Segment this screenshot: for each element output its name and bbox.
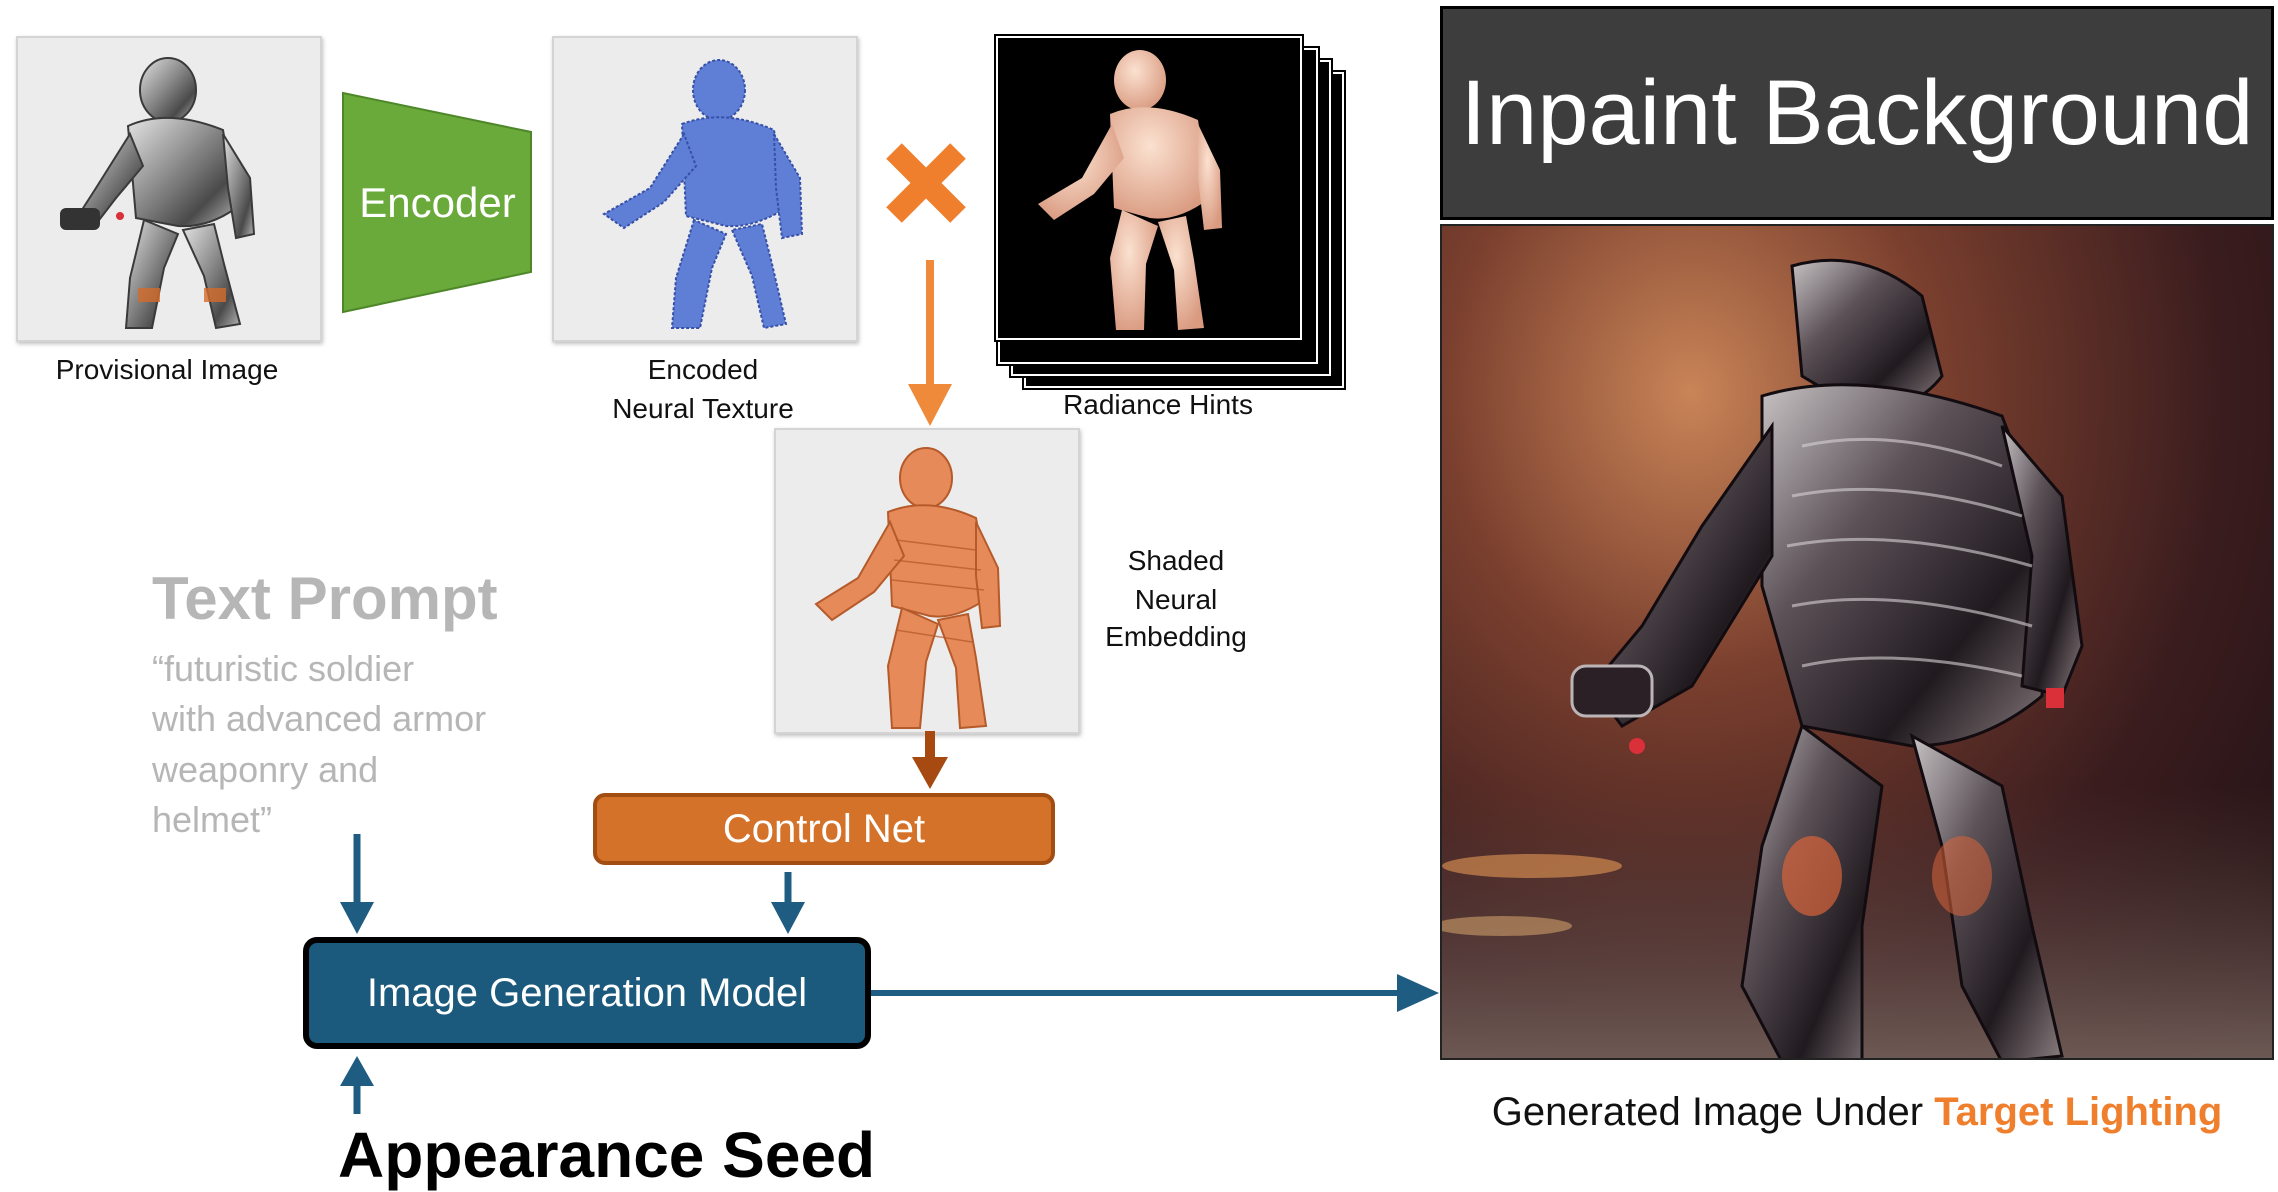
armored-soldier-figure — [18, 38, 320, 340]
encoder-label: Encoder — [345, 176, 530, 230]
encoded-caption-line2: Neural Texture — [552, 390, 854, 428]
arrow-controlnet-to-igm — [768, 872, 808, 936]
encoded-caption-line1: Encoded — [552, 351, 854, 389]
generated-output-image — [1440, 224, 2274, 1060]
multiply-cross-icon — [886, 143, 966, 223]
shaded-caption-line3: Embedding — [1086, 618, 1266, 656]
igm-label: Image Generation Model — [367, 971, 807, 1016]
text-prompt-line1: “futuristic soldier — [152, 648, 414, 690]
encoded-neural-texture — [552, 36, 858, 342]
blue-texture-figure — [554, 38, 856, 340]
shaded-neural-embedding — [774, 428, 1080, 734]
text-prompt-line2: with advanced armor — [152, 698, 486, 740]
radiance-hint-front — [996, 36, 1302, 340]
radiance-figure — [998, 38, 1300, 338]
target-lighting-highlight: Target Lighting — [1934, 1090, 2222, 1134]
inpaint-background-header: Inpaint Background — [1440, 6, 2274, 220]
output-caption: Generated Image Under Target Lighting — [1440, 1088, 2274, 1136]
arrow-shaded-to-controlnet — [900, 731, 960, 791]
radiance-hints-caption: Radiance Hints — [998, 386, 1318, 424]
arrow-prompt-to-igm — [337, 834, 377, 936]
control-net-box: Control Net — [593, 793, 1055, 865]
arrow-seed-to-igm — [337, 1056, 377, 1114]
inpaint-background-title: Inpaint Background — [1461, 61, 2254, 166]
control-net-label: Control Net — [723, 807, 925, 852]
appearance-seed-label: Appearance Seed — [338, 1118, 875, 1192]
provisional-image-caption: Provisional Image — [16, 351, 318, 389]
provisional-image — [16, 36, 322, 342]
output-caption-prefix: Generated Image Under — [1492, 1090, 1934, 1134]
text-prompt-line4: helmet” — [152, 799, 272, 841]
arrow-radiance-to-shaded — [900, 258, 960, 428]
armored-robot-figure — [1442, 226, 2274, 1060]
shaded-caption-line1: Shaded — [1086, 542, 1266, 580]
arrow-igm-to-output — [871, 970, 1441, 1016]
text-prompt-line3: weaponry and — [152, 749, 378, 791]
shaded-caption-line2: Neural — [1086, 581, 1266, 619]
shaded-orange-figure — [776, 430, 1078, 732]
text-prompt-title: Text Prompt — [152, 564, 498, 633]
image-generation-model-box: Image Generation Model — [303, 937, 871, 1049]
